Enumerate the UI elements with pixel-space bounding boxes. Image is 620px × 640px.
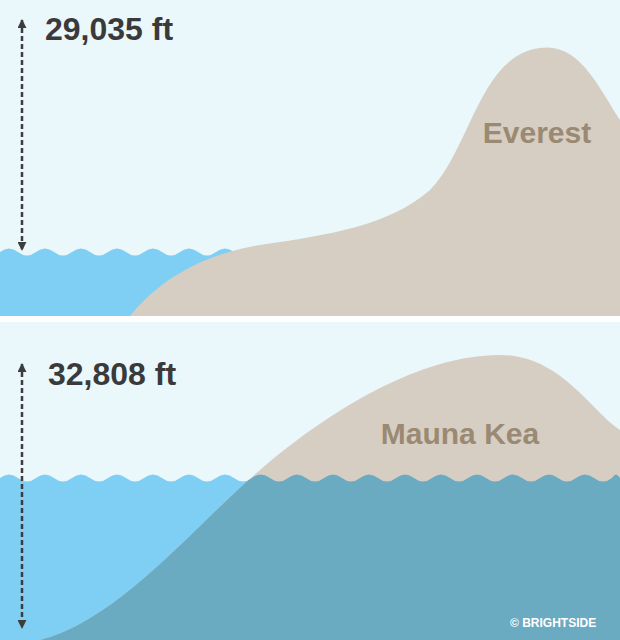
height-dimension: 32,808 ft (48, 357, 176, 392)
sky-panel (0, 0, 620, 316)
underwater-slope (0, 475, 620, 640)
height-dimension: 29,035 ft (45, 12, 173, 47)
mountain-shape: Everest (120, 30, 620, 316)
watermark: © BRIGHTSIDE (510, 617, 596, 630)
mountain-body (130, 47, 620, 316)
sky-panel (0, 322, 620, 640)
mountain-name: Everest (483, 116, 591, 149)
mountain-outline (120, 30, 620, 316)
dimension-arrow (21, 364, 24, 628)
panel-divider (0, 316, 620, 322)
mountain-name: Mauna Kea (381, 417, 539, 450)
dimension-arrow (21, 20, 24, 250)
sea-water (0, 475, 620, 640)
